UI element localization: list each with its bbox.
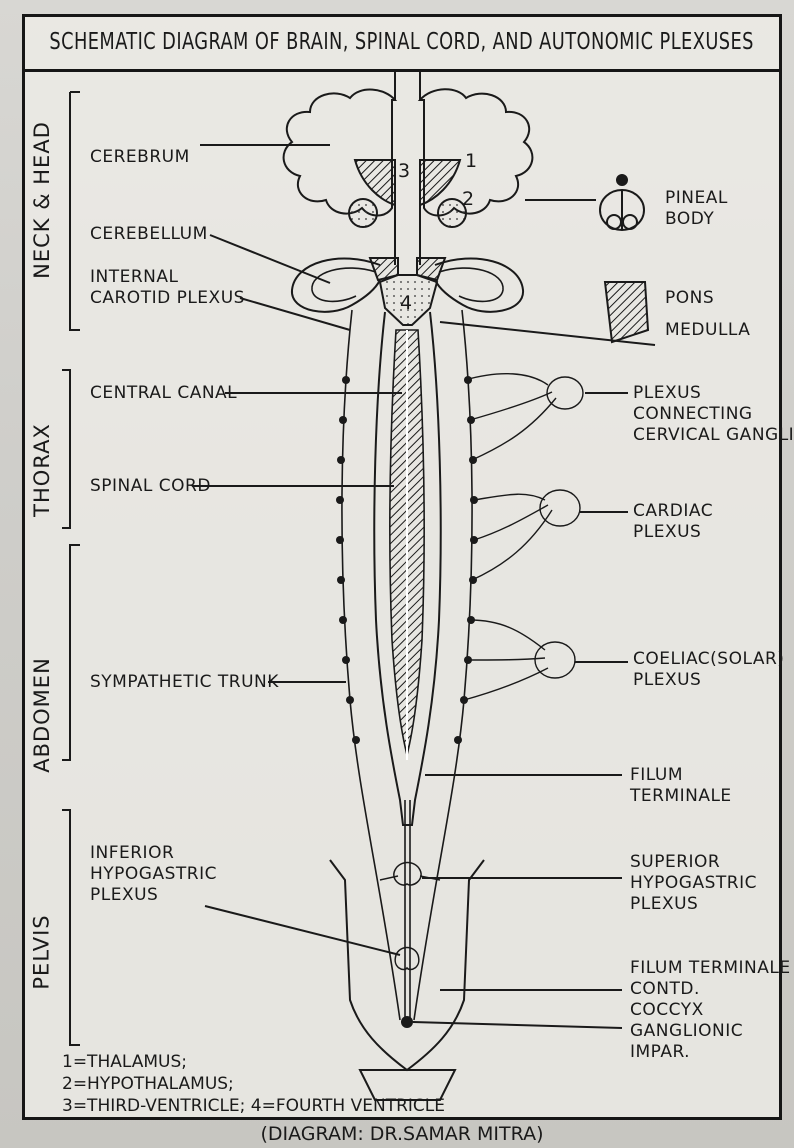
label-coeliac-2: PLEXUS bbox=[633, 670, 701, 691]
label-filum-2: TERMINALE bbox=[630, 786, 732, 807]
label-cardiac-2: PLEXUS bbox=[633, 522, 701, 543]
legend-line-3: 3=THIRD-VENTRICLE; 4=FOURTH VENTRICLE bbox=[62, 1096, 445, 1117]
label-medulla: MEDULLA bbox=[665, 320, 750, 341]
label-plexus-cervical-1: PLEXUS bbox=[633, 383, 701, 404]
label-inferior-hypogastric-1: INFERIOR bbox=[90, 843, 174, 864]
cerebellum-left bbox=[292, 258, 380, 311]
legend-line-2: 2=HYPOTHALAMUS; bbox=[62, 1074, 234, 1095]
label-impar: IMPAR. bbox=[630, 1042, 690, 1063]
label-pineal-1: PINEAL bbox=[665, 188, 728, 209]
label-sympathetic-trunk: SYMPATHETIC TRUNK bbox=[90, 672, 279, 693]
label-superior-hypogastric-1: SUPERIOR bbox=[630, 852, 720, 873]
cerebellum-right bbox=[435, 258, 523, 311]
region-brackets bbox=[62, 92, 80, 1045]
label-superior-hypogastric-3: PLEXUS bbox=[630, 894, 698, 915]
hypothalamus-left bbox=[349, 199, 377, 227]
label-plexus-cervical-2: CONNECTING bbox=[633, 404, 753, 425]
label-cerebellum: CEREBELLUM bbox=[90, 224, 208, 245]
label-inferior-hypogastric-2: HYPOGASTRIC bbox=[90, 864, 217, 885]
label-internal-carotid-1: INTERNAL bbox=[90, 267, 179, 288]
label-pons: PONS bbox=[665, 288, 714, 309]
label-cardiac-1: CARDIAC bbox=[633, 501, 713, 522]
legend-line-1: 1=THALAMUS; bbox=[62, 1052, 187, 1073]
label-ganglionic: GANGLIONIC bbox=[630, 1021, 743, 1042]
pineal-body bbox=[600, 175, 644, 230]
midline-top bbox=[395, 72, 420, 100]
filum-terminale bbox=[405, 800, 410, 1020]
number-2: 2 bbox=[462, 188, 474, 210]
label-filum-contd-2: CONTD. bbox=[630, 979, 700, 1000]
number-1: 1 bbox=[465, 150, 477, 172]
label-superior-hypogastric-2: HYPOGASTRIC bbox=[630, 873, 757, 894]
label-spinal-cord: SPINAL CORD bbox=[90, 476, 211, 497]
number-3: 3 bbox=[398, 160, 410, 182]
label-plexus-cervical-3: CERVICAL GANGLIA bbox=[633, 425, 794, 446]
label-internal-carotid-2: CAROTID PLEXUS bbox=[90, 288, 245, 309]
brainstem-channel bbox=[395, 205, 420, 265]
label-inferior-hypogastric-3: PLEXUS bbox=[90, 885, 158, 906]
label-coccyx: COCCYX bbox=[630, 1000, 704, 1021]
diagram-credit: (DIAGRAM: DR.SAMAR MITRA) bbox=[22, 1120, 782, 1148]
label-filum-1: FILUM bbox=[630, 765, 683, 786]
label-pineal-2: BODY bbox=[665, 209, 714, 230]
pons-legend-swatch bbox=[605, 282, 648, 342]
sacrum-outline bbox=[330, 860, 484, 1070]
label-cerebrum: CEREBRUM bbox=[90, 147, 190, 168]
label-coeliac-1: COELIAC(SOLAR) bbox=[633, 649, 784, 670]
label-filum-contd-1: FILUM TERMINALE bbox=[630, 958, 791, 979]
number-4: 4 bbox=[400, 292, 412, 314]
plexus-tufts bbox=[464, 374, 583, 700]
label-central-canal: CENTRAL CANAL bbox=[90, 383, 237, 404]
